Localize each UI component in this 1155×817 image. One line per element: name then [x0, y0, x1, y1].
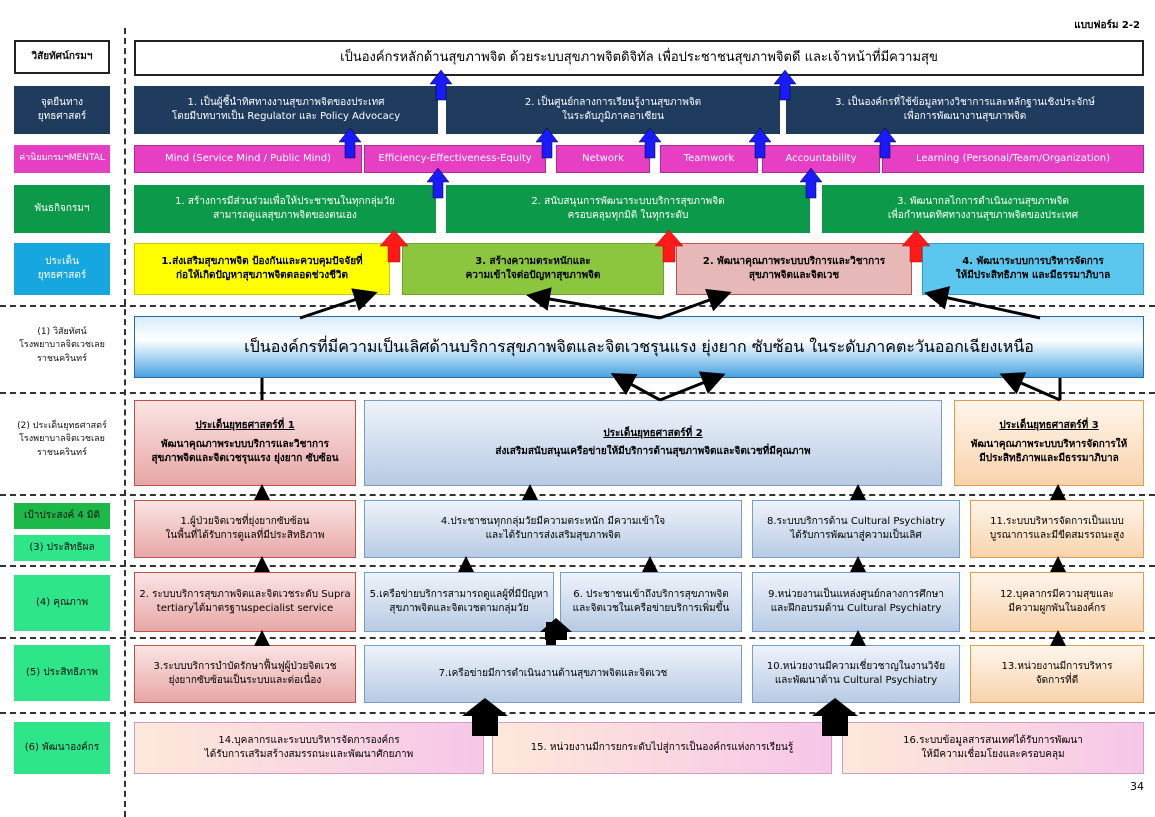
positioning-2: 2. เป็นศูนย์กลางการเรียนรู้งานสุขภาพจิตใ…: [446, 86, 780, 134]
black-block-arrow: [812, 698, 858, 736]
value-mind: Mind (Service Mind / Public Mind): [134, 145, 362, 173]
label-efficiency: (5) ประสิทธิภาพ: [14, 645, 110, 701]
hospital-issue-3: ประเด็นยุทธศาสตร์ที่ 3 พัฒนาคุณภาพระบบบร…: [954, 400, 1144, 486]
dept-issue-3: 3. สร้างความตระหนักและความเข้าใจต่อปัญหา…: [402, 243, 664, 295]
blue-arrow: [873, 127, 897, 159]
value-accountability: Accountability: [762, 145, 880, 173]
label-positioning: จุดยืนทางยุทธศาสตร์: [14, 86, 110, 134]
positioning-3: 3. เป็นองค์กรที่ใช้ข้อมูลทางวิชาการและหล…: [786, 86, 1144, 134]
goal-15: 15. หน่วยงานมีการยกระดับไปสู่การเป็นองค์…: [492, 722, 832, 774]
goal-9: 9.หน่วยงานเป็นแหล่งศูนย์กลางการศึกษาและฝ…: [752, 572, 960, 632]
blue-arrow: [426, 167, 450, 199]
divider-6: [0, 712, 1155, 714]
blue-arrow: [638, 127, 662, 159]
dept-issue-4: 4. พัฒนาระบบการบริหารจัดการให้มีประสิทธิ…: [922, 243, 1144, 295]
form-label: แบบฟอร์ม 2-2: [1074, 19, 1140, 31]
mission-2: 2. สนับสนุนการพัฒนาระบบบริการสุขภาพจิตคร…: [446, 185, 810, 233]
goal-10: 10.หน่วยงานมีความเชี่ยวชาญในงานวิจัยและพ…: [752, 645, 960, 703]
blue-arrow: [799, 167, 823, 199]
goal-1: 1.ผู้ป่วยจิตเวชที่ยุ่งยากซับซ้อนในพื้นที…: [134, 500, 356, 558]
goal-3: 3.ระบบบริการบำบัดรักษาฟื้นฟูผู้ป่วยจิตเว…: [134, 645, 356, 703]
label-hospital-vision: (1) วิสัยทัศน์โรงพยาบาลจิตเวชเลยราชนคริน…: [19, 327, 105, 364]
goal-11: 11.ระบบบริหารจัดการเป็นแบบบูรณาการและมีข…: [970, 500, 1144, 558]
blue-arrow: [338, 127, 362, 159]
value-learning: Learning (Personal/Team/Organization): [882, 145, 1144, 173]
value-teamwork: Teamwork: [660, 145, 758, 173]
label-goal-4-dimensions: เป้าประสงค์ 4 มิติ: [14, 503, 110, 529]
black-block-arrow: [462, 698, 508, 736]
dept-issue-1: 1.ส่งเสริมสุขภาพจิต ป้องกันและควบคุมปัจจ…: [134, 243, 390, 295]
divider-4: [0, 565, 1155, 567]
blue-arrow: [429, 69, 453, 101]
divider-5: [0, 637, 1155, 639]
dept-issue-2: 2. พัฒนาคุณภาพระบบบริการและวิชาการสุขภาพ…: [676, 243, 912, 295]
hospital-issue-1: ประเด็นยุทธศาสตร์ที่ 1 พัฒนาคุณภาพระบบบร…: [134, 400, 356, 486]
label-quality: (4) คุณภาพ: [14, 575, 110, 631]
hospital-issue-2: ประเด็นยุทธศาสตร์ที่ 2 ส่งเสริมสนับสนุนเ…: [364, 400, 942, 486]
dept-vision: เป็นองค์กรหลักด้านสุขภาพจิต ด้วยระบบสุขภ…: [134, 40, 1144, 76]
goal-7: 7.เครือข่ายมีการดำเนินงานด้านสุขภาพจิตแล…: [364, 645, 742, 703]
label-dept-vision: วิสัยทัศน์กรมฯ: [14, 40, 110, 74]
label-strategic-issues: ประเด็นยุทธศาสตร์: [14, 243, 110, 295]
value-network: Network: [556, 145, 650, 173]
black-block-arrow: [540, 618, 572, 640]
page-number: 34: [1130, 780, 1144, 794]
blue-arrow: [773, 69, 797, 101]
positioning-1: 1. เป็นผู้ชี้นำทิศทางงานสุขภาพจิตของประเ…: [134, 86, 438, 134]
hospital-vision: เป็นองค์กรที่มีความเป็นเลิศด้านบริการสุข…: [134, 316, 1144, 378]
goal-14: 14.บุคลากรและระบบบริหารจัดการองค์กรได้รั…: [134, 722, 484, 774]
label-development: (6) พัฒนาองค์กร: [14, 722, 110, 774]
goal-5: 5.เครือข่ายบริการสามารถดูแลผู้ที่มีปัญหา…: [364, 572, 554, 632]
divider-1: [0, 305, 1155, 307]
label-hospital-issues: (2) ประเด็นยุทธศาสตร์โรงพยาบาลจิตเวชเลยร…: [17, 421, 107, 458]
mission-1: 1. สร้างการมีส่วนร่วมเพื่อให้ประชาชนในทุ…: [134, 185, 436, 233]
red-arrow: [379, 229, 409, 263]
red-arrow: [654, 229, 684, 263]
blue-arrow: [535, 127, 559, 159]
goal-16: 16.ระบบข้อมูลสารสนเทศได้รับการพัฒนาให้มี…: [842, 722, 1144, 774]
label-mission: พันธกิจกรมฯ: [14, 185, 110, 233]
vertical-divider: [124, 28, 126, 817]
goal-6: 6. ประชาชนเข้าถึงบริการสุขภาพจิตและจิตเว…: [560, 572, 742, 632]
blue-arrow: [748, 127, 772, 159]
value-efficiency: Efficiency-Effectiveness-Equity: [364, 145, 546, 173]
red-arrow: [901, 229, 931, 263]
label-values: ค่านิยมกรมฯMENTAL: [14, 145, 110, 173]
goal-2: 2. ระบบบริการสุขภาพจิตและจิตเวชระดับ Sup…: [134, 572, 356, 632]
label-effectiveness: (3) ประสิทธิผล: [14, 535, 110, 561]
mission-3: 3. พัฒนากลไกการดำเนินงานสุขภาพจิตเพื่อกำ…: [822, 185, 1144, 233]
divider-2: [0, 392, 1155, 394]
goal-13: 13.หน่วยงานมีการบริหารจัดการที่ดี: [970, 645, 1144, 703]
divider-3: [0, 494, 1155, 496]
goal-4: 4.ประชาชนทุกกลุ่มวัยมีความตระหนัก มีความ…: [364, 500, 742, 558]
